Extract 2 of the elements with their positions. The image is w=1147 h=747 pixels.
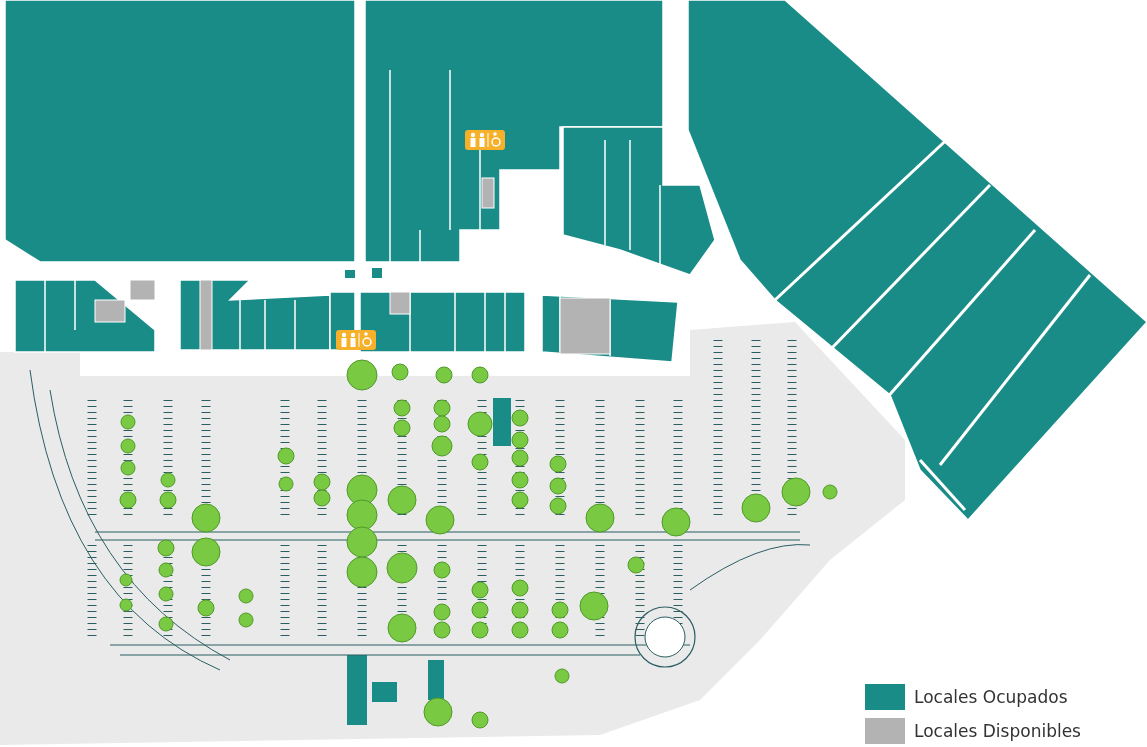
legend-label: Locales Ocupados (914, 687, 1068, 707)
legend-label: Locales Disponibles (914, 721, 1081, 741)
